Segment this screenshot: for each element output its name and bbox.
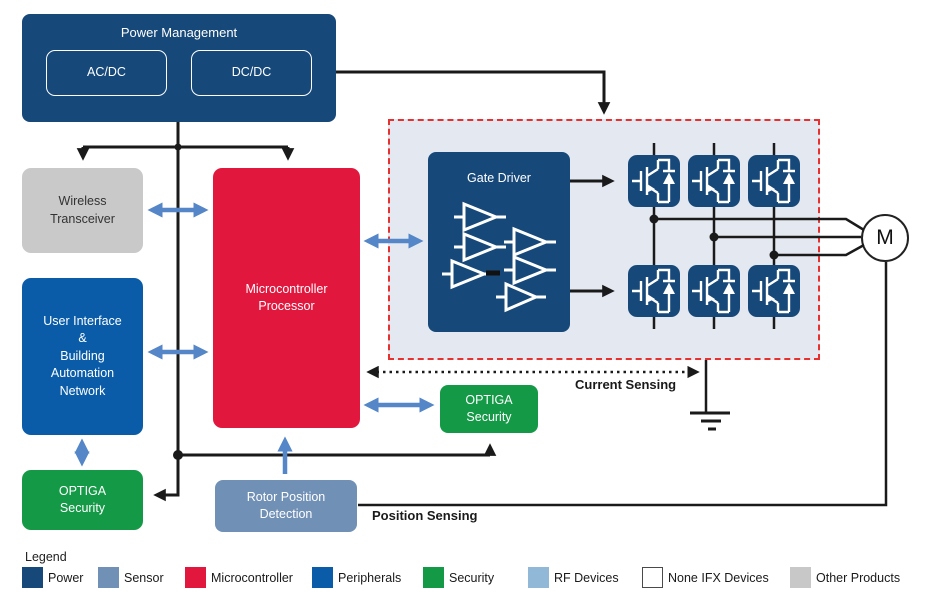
- legend-item-power: Power: [22, 567, 83, 588]
- amplifier-symbols-icon: [442, 201, 556, 313]
- position-sensing-label: Position Sensing: [372, 508, 478, 523]
- wireless-transceiver-box: Wireless Transceiver: [22, 168, 143, 253]
- transistor-tile: [748, 265, 800, 317]
- igbt-icon: [748, 155, 800, 207]
- gate-driver-box: Gate Driver: [428, 152, 570, 332]
- acdc-box: AC/DC: [46, 50, 167, 97]
- rf-devices-swatch: [528, 567, 549, 588]
- power-management-title: Power Management: [120, 25, 238, 40]
- security-swatch: [423, 567, 444, 588]
- legend-title: Legend: [25, 550, 67, 564]
- transistor-tile: [688, 265, 740, 317]
- microcontroller-swatch: [185, 567, 206, 588]
- rotor-position-box: Rotor Position Detection: [215, 480, 357, 532]
- dcdc-box: DC/DC: [191, 50, 312, 97]
- igbt-icon: [628, 265, 680, 317]
- legend-item-sensor: Sensor: [98, 567, 164, 588]
- other-products-swatch: [790, 567, 811, 588]
- igbt-icon: [688, 265, 740, 317]
- optiga-security-mid-box: OPTIGA Security: [440, 385, 538, 433]
- power-management-children: AC/DC DC/DC: [46, 50, 312, 97]
- motor-symbol: M: [861, 214, 909, 262]
- transistor-tile: [628, 265, 680, 317]
- transistor-tile: [688, 155, 740, 207]
- optiga-security-left-box: OPTIGA Security: [22, 470, 143, 530]
- current-sensing-label: Current Sensing: [575, 377, 677, 392]
- sensor-swatch: [98, 567, 119, 588]
- legend-item-microcontroller: Microcontroller: [185, 567, 293, 588]
- power-swatch: [22, 567, 43, 588]
- legend-item-other-products: Other Products: [790, 567, 900, 588]
- peripherals-swatch: [312, 567, 333, 588]
- legend-item-none-ifx: None IFX Devices: [642, 567, 769, 588]
- microcontroller-box: Microcontroller Processor: [213, 168, 360, 428]
- none-ifx-swatch: [642, 567, 663, 588]
- igbt-icon: [628, 155, 680, 207]
- transistor-tile: [748, 155, 800, 207]
- transistor-tile: [628, 155, 680, 207]
- legend-item-security: Security: [423, 567, 494, 588]
- igbt-icon: [688, 155, 740, 207]
- ground-icon: [690, 411, 730, 431]
- igbt-icon: [748, 265, 800, 317]
- legend-item-peripherals: Peripherals: [312, 567, 401, 588]
- legend-item-rf-devices: RF Devices: [528, 567, 619, 588]
- gate-driver-title: Gate Driver: [467, 171, 531, 185]
- user-interface-box: User Interface & Building Automation Net…: [22, 278, 143, 435]
- power-management-box: Power Management AC/DC DC/DC: [22, 14, 336, 122]
